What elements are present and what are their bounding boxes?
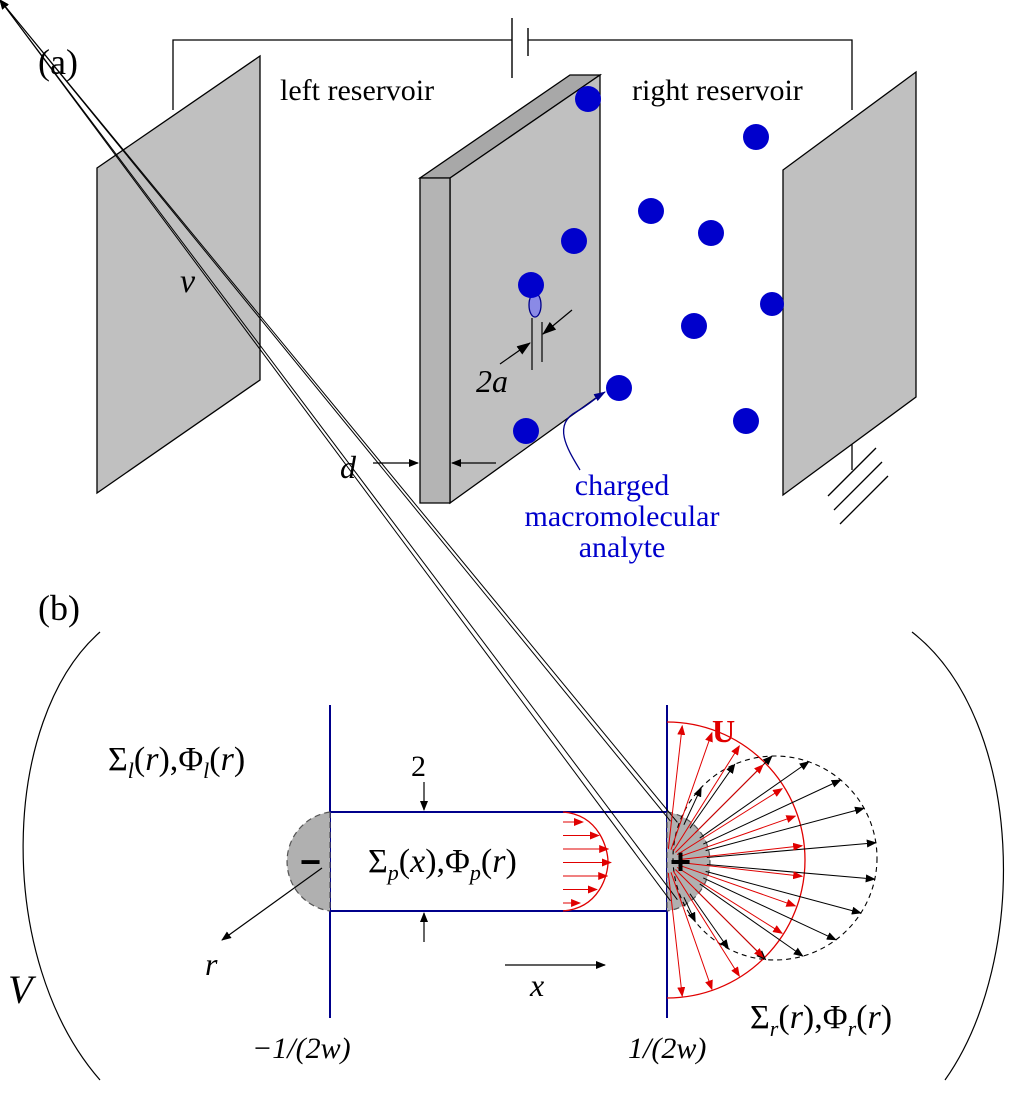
- radial-velocity-arrow: [678, 815, 797, 858]
- far-field-dashed-circle: [672, 755, 878, 961]
- analyte-molecule: [606, 375, 632, 401]
- analyte-molecule: [681, 313, 707, 339]
- analyte-molecule: [638, 198, 664, 224]
- radial-flux-arrow: [703, 779, 842, 845]
- negative-charge-cap: [287, 812, 330, 911]
- analyte-label-line2: macromolecular: [525, 500, 720, 533]
- radial-velocity-arrow: [670, 872, 713, 991]
- voltage-symbol: v: [180, 263, 196, 300]
- right-reservoir-fields: Σr(r),Φr(r): [750, 999, 892, 1041]
- radial-velocity-arrow: [676, 866, 784, 934]
- left-reservoir-fields: Σl(r),Φl(r): [108, 741, 245, 783]
- radial-velocity-arrow: [678, 861, 804, 880]
- r-axis-label: r: [205, 946, 218, 982]
- domain-boundary-right-arc: [911, 631, 1005, 1081]
- radial-flux-arrow: [0, 0, 671, 902]
- radial-velocity-arrow: [676, 788, 784, 856]
- radial-velocity-arrow: [672, 744, 740, 852]
- membrane: [417, 73, 603, 505]
- radial-velocity-arrow: [667, 724, 686, 850]
- radial-flux-arrow: [689, 893, 730, 950]
- right-electrode-plate: [782, 70, 917, 497]
- pore-width-marker: [499, 309, 573, 370]
- radial-flux-arrows: [0, 0, 877, 961]
- radial-flux-arrow: [706, 839, 877, 859]
- analyte-molecule: [575, 86, 601, 112]
- r-axis-arrow: [221, 867, 323, 941]
- radial-flux-arrow: [0, 0, 678, 823]
- radial-flux-arrow: [683, 897, 696, 923]
- pore-fields: Σp(x),Φp(r): [368, 843, 517, 885]
- velocity-label: U: [712, 713, 735, 749]
- radial-flux-arrow: [703, 877, 837, 941]
- panel-b-label: (b): [38, 588, 80, 628]
- pore-diameter-label: 2a: [476, 363, 508, 399]
- right-reservoir-label: right reservoir: [632, 74, 803, 107]
- radial-velocity-arrow: [678, 842, 804, 861]
- analyte-label-line3: analyte: [579, 531, 666, 564]
- analyte-molecules: [513, 86, 784, 444]
- left-reservoir-label: left reservoir: [280, 74, 434, 107]
- panel-a: (a) left reservoir right reservoir v 2a …: [38, 18, 917, 564]
- radial-velocity-arrow: [678, 864, 797, 907]
- right-boundary-label: 1/(2w): [628, 1032, 706, 1065]
- radial-flux-arrow: [699, 761, 810, 839]
- analyte-label-line1: charged: [575, 469, 669, 502]
- plus-sign: +: [670, 841, 691, 882]
- panel-b: (b) V Σl(r),Φl(r) 2 Σp(x),Φp(r) Σr(r),Φr…: [0, 0, 1005, 1081]
- radial-velocity-arrow: [670, 731, 713, 850]
- minus-sign: −: [300, 841, 321, 882]
- radial-velocity-arrows: [667, 724, 804, 998]
- analyte-pointer: [563, 391, 606, 471]
- velocity-envelope: [666, 721, 806, 999]
- radial-flux-arrow: [689, 763, 736, 829]
- radial-flux-arrow: [0, 0, 678, 900]
- radial-flux-arrow: [706, 863, 876, 883]
- left-boundary-label: −1/(2w): [252, 1032, 351, 1065]
- analyte-molecule: [760, 292, 784, 316]
- analyte-molecule: [698, 220, 724, 246]
- domain-boundary-left-arc: [22, 631, 101, 1081]
- battery-symbol: [511, 18, 529, 78]
- analyte-molecule: [743, 124, 769, 150]
- pore-flow-arrows: [563, 818, 612, 907]
- volume-symbol: V: [8, 967, 37, 1012]
- radial-flux-arrow: [705, 870, 862, 915]
- radial-flux-arrow: [705, 806, 865, 852]
- radial-flux-arrow: [683, 786, 702, 825]
- radial-flux-arrow: [0, 0, 671, 822]
- analyte-molecule: [733, 408, 759, 434]
- left-electrode-plate: [96, 54, 261, 495]
- pore-width-label: 2: [411, 750, 426, 783]
- analyte-molecule: [518, 272, 544, 298]
- radial-velocity-arrow: [675, 869, 764, 958]
- panel-a-label: (a): [38, 42, 78, 82]
- pore-flow-profile: [562, 811, 609, 912]
- radial-velocity-arrow: [672, 870, 740, 978]
- radial-velocity-arrow: [675, 764, 764, 853]
- x-axis-label: x: [529, 967, 544, 1003]
- radial-flux-arrow: [699, 883, 804, 957]
- analyte-molecule: [561, 228, 587, 254]
- ground-symbol: [827, 447, 889, 525]
- analyte-molecule: [513, 418, 539, 444]
- positive-charge-cap: [667, 812, 710, 911]
- radial-velocity-arrow: [667, 872, 686, 998]
